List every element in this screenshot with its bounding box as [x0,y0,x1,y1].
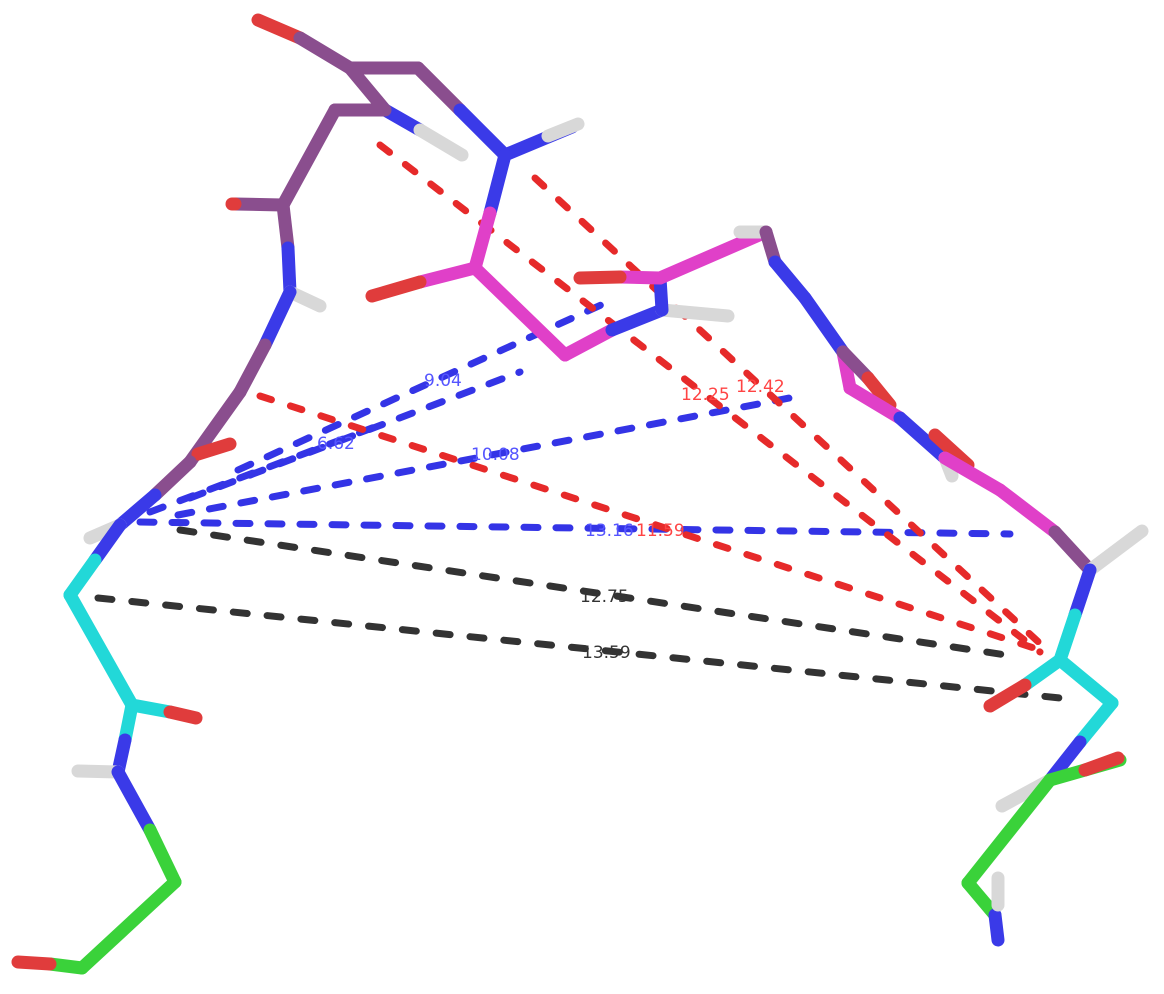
bond [468,261,572,362]
distance-line-red-3 [256,392,1044,654]
distance-label: 12.25 [681,385,730,405]
bond [71,764,125,779]
bond [483,148,512,220]
bond [191,437,237,461]
distance-label: 12.75 [580,587,629,607]
distance-label: 9.04 [424,371,462,391]
distance-line-blue-4 [174,392,804,519]
bond [88,518,127,567]
bond [378,103,427,137]
bond [453,103,512,162]
bond [413,261,482,289]
bond [893,411,952,465]
bond [233,338,272,399]
distance-line-red-2 [531,174,1049,652]
distance-label: 6.62 [317,434,355,454]
distance-label: 12.42 [736,377,785,397]
bond [768,255,812,305]
magenta-residue-strand [365,117,1149,577]
bond [653,225,773,285]
bond [111,765,157,837]
bond [413,123,469,162]
distance-line-blue-3 [146,421,384,516]
distance-line-blue-2 [186,368,524,502]
distance-line-blue-5 [136,518,1014,538]
bond [928,428,975,472]
bond [343,61,392,117]
bond [1018,653,1067,692]
cyan-residue-strand-left [11,518,203,975]
bond [573,270,627,285]
bond [655,303,735,323]
bond [1048,525,1097,577]
bond [113,488,162,532]
bond [75,875,182,975]
distance-label: 10.08 [471,445,520,465]
distance-line-black-2 [94,594,1064,702]
bond [228,197,290,212]
bond [276,103,342,212]
bond [281,241,297,299]
distance-measurements [94,141,1064,702]
purple-residue-strand [83,13,512,545]
bond [961,876,1002,922]
bond [988,908,1005,947]
bond [605,303,669,337]
bond [1053,608,1082,667]
bond [1068,563,1097,622]
bond [293,31,357,75]
distance-labels: 9.04 6.62 10.08 13.16 12.25 12.42 11.59 … [317,371,785,663]
distance-label: 11.59 [636,521,685,541]
bond [558,323,619,362]
bond [251,13,307,45]
bond [143,823,182,889]
bond [983,678,1032,713]
bond [148,455,197,502]
bond [163,705,203,725]
bond [11,955,57,971]
bond [63,553,102,602]
bond [63,588,139,712]
bond [1078,751,1125,777]
bond [938,451,1007,497]
bond [843,381,907,425]
bond [541,117,585,143]
distance-label: 13.16 [585,521,634,541]
bond [961,773,1057,890]
distance-label: 13.59 [582,643,631,663]
bond [411,61,467,117]
bond [365,275,427,303]
bond [993,483,1062,539]
distance-line-blue-1 [234,296,616,474]
bond [276,198,295,255]
bond [468,206,497,275]
bond [861,371,897,412]
bond [1083,524,1149,577]
bond [613,270,667,285]
distance-line-black-1 [176,526,1010,659]
bond [258,285,297,352]
bond [1073,696,1119,749]
bond [798,291,850,359]
bond [1053,653,1119,710]
cyan-residue-strand-right [961,563,1127,947]
